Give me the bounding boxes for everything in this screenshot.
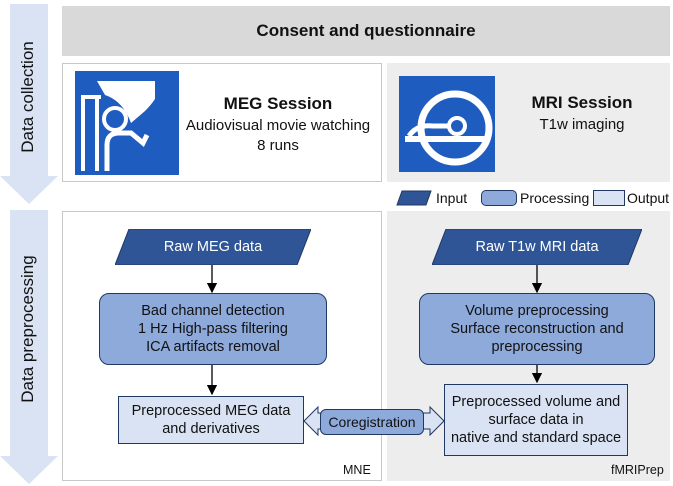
mri-out-line3: native and standard space [450, 430, 622, 446]
meg-session-line1: Audiovisual movie watching [185, 117, 371, 134]
data-collection-arrow [0, 4, 58, 204]
consent-banner: Consent and questionnaire [62, 6, 670, 56]
mri-out-line1: Preprocessed volume and [451, 394, 621, 410]
mri-out-line2: surface data in [488, 412, 584, 428]
legend-output-swatch [593, 190, 625, 206]
input-parallelogram-shape [115, 229, 311, 265]
meg-session-title: MEG Session [223, 94, 333, 113]
mri-session-line1: T1w imaging [539, 116, 625, 133]
fmriprep-tool-label: fMRIPrep [611, 463, 664, 477]
meg-output-box: Preprocessed MEG data and derivatives [118, 396, 304, 444]
mri-proc-line3: preprocessing [491, 339, 583, 355]
mri-output-box: Preprocessed volume and surface data in … [444, 384, 628, 456]
mri-session-panel: MRI Session T1w imaging [387, 63, 670, 182]
legend-input-label: Input [436, 190, 468, 206]
meg-out-line1: Preprocessed MEG data [131, 403, 291, 419]
legend-output-label: Output [627, 190, 670, 206]
raw-mri-input: Raw T1w MRI data [432, 229, 642, 265]
meg-session-panel: MEG Session Audiovisual movie watching 8… [62, 63, 382, 182]
meg-scanner-icon [75, 71, 179, 175]
mri-session-title: MRI Session [531, 93, 633, 112]
mri-proc-line2: Surface reconstruction and [450, 321, 624, 337]
data-preprocessing-arrow [0, 210, 58, 484]
meg-proc-line2: 1 Hz High-pass filtering [138, 321, 288, 337]
meg-proc-line3: ICA artifacts removal [146, 339, 280, 355]
mri-processing-box: Volume preprocessing Surface reconstruct… [419, 293, 655, 365]
meg-processing-box: Bad channel detection 1 Hz High-pass fil… [99, 293, 327, 365]
legend-input-swatch [396, 190, 432, 206]
raw-meg-input-label: Raw MEG data [163, 239, 263, 255]
meg-session-line2: 8 runs [257, 137, 299, 154]
raw-meg-input: Raw MEG data [115, 229, 311, 265]
mne-tool-label: MNE [343, 463, 371, 477]
raw-mri-input-label: Raw T1w MRI data [475, 239, 599, 255]
legend-processing-label: Processing [520, 190, 590, 206]
legend-processing-swatch [481, 190, 517, 206]
input-parallelogram-shape [432, 229, 642, 265]
mri-proc-line1: Volume preprocessing [465, 303, 609, 319]
meg-proc-line1: Bad channel detection [141, 303, 285, 319]
mri-scanner-icon [399, 76, 495, 172]
meg-out-line2: and derivatives [162, 421, 260, 437]
coregistration-box: Coregistration [320, 409, 424, 435]
